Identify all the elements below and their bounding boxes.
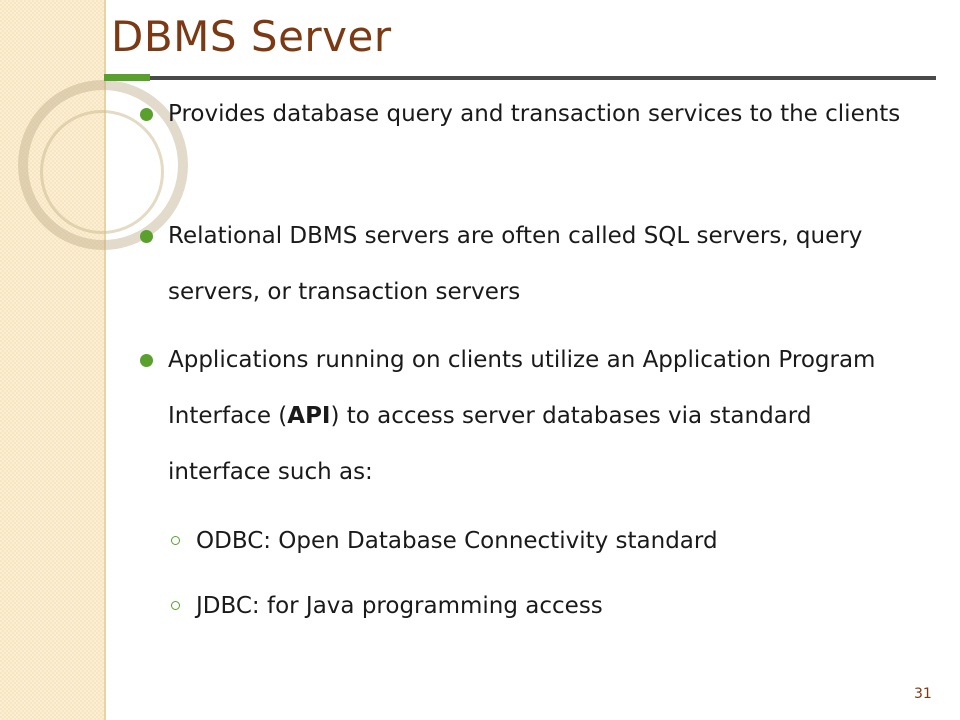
sub-bullet-circle-icon (171, 536, 180, 545)
sub-bullet-circle-icon (171, 601, 180, 610)
bullet-item-2: Relational DBMS servers are often called… (140, 208, 908, 320)
decorative-circle-inner (40, 110, 164, 234)
bullet-dot-icon (140, 108, 153, 121)
slide-title: DBMS Server (111, 12, 392, 61)
bullet-item-3: Applications running on clients utilize … (140, 332, 908, 500)
bullet-dot-icon (140, 230, 153, 243)
decorative-circle-outer (18, 80, 188, 250)
sub-bullet-text: ODBC: Open Database Connectivity standar… (196, 528, 718, 554)
bullet-item-1: Provides database query and transaction … (140, 86, 908, 142)
bullet-text-after: ) to access server databases via standar… (168, 403, 812, 485)
sub-bullet-item-2: JDBC: for Java programming access (171, 578, 896, 634)
bullet-dot-icon (140, 354, 153, 367)
title-underline-rule (150, 76, 936, 80)
bullet-text-before: Applications running on clients utilize … (168, 347, 876, 429)
bullet-text-bold: API (287, 403, 331, 429)
sub-bullet-text: JDBC: for Java programming access (196, 593, 603, 619)
bullet-text: Relational DBMS servers are often called… (168, 223, 863, 305)
bullet-text: Provides database query and transaction … (168, 101, 901, 127)
sub-bullet-item-1: ODBC: Open Database Connectivity standar… (171, 513, 896, 569)
page-number: 31 (914, 686, 932, 702)
title-underline-accent (104, 74, 150, 81)
side-band-edge (104, 0, 106, 720)
